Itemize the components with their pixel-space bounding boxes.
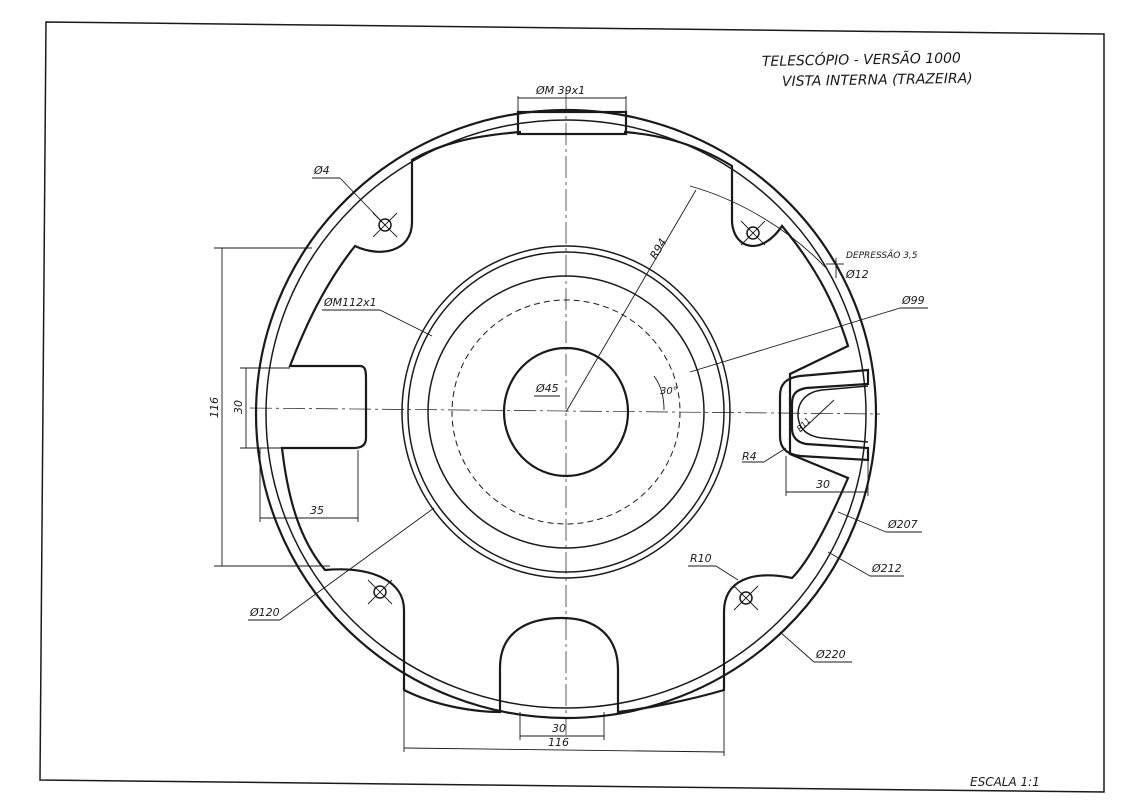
label-angle: 30° (660, 386, 678, 397)
label-slot-30-left: 30 (232, 400, 245, 414)
depression-pocket (778, 368, 870, 462)
dimension-labels: ØM 39x1 Ø4 R94 DEPRESSÃO 3,5 Ø12 ØM112x1… (208, 84, 925, 749)
label-d99: Ø99 (901, 294, 925, 307)
label-r94: R94 (647, 236, 669, 261)
thread-boss-top (516, 110, 628, 136)
label-d212: Ø212 (871, 562, 902, 575)
title-line-2: VISTA INTERNA (TRAZEIRA) (782, 71, 973, 90)
circle-d212 (265, 119, 867, 709)
label-d207: Ø207 (887, 518, 918, 531)
label-depression: DEPRESSÃO 3,5 (846, 250, 918, 261)
hole-bottom-right (733, 585, 759, 611)
label-d120: Ø120 (249, 606, 280, 619)
drawing-frame (39, 21, 1105, 793)
hole-top-right (740, 220, 766, 246)
label-hole: Ø4 (313, 164, 330, 177)
label-width-116: 116 (548, 736, 569, 749)
label-d12: Ø12 (845, 268, 869, 281)
label-d220: Ø220 (815, 648, 846, 661)
label-slot-35: 35 (310, 504, 324, 517)
label-r4: R4 (742, 450, 757, 463)
scale-label: ESCALA 1:1 (970, 775, 1040, 789)
label-height-116: 116 (208, 397, 221, 418)
label-r10: R10 (690, 552, 712, 565)
centerlines (249, 90, 881, 735)
title-line-1: TELESCÓPIO - VERSÃO 1000 (762, 49, 961, 70)
label-slot-30-right: 30 (816, 478, 830, 491)
hole-bottom-left (367, 579, 393, 605)
label-slot-30-bottom: 30 (552, 722, 566, 735)
label-thread-top: ØM 39x1 (535, 84, 585, 97)
label-d45: Ø45 (535, 382, 559, 395)
dimension-lines (214, 96, 928, 756)
inner-pocket-d207 (280, 130, 850, 714)
label-thread-center: ØM112x1 (323, 296, 377, 309)
